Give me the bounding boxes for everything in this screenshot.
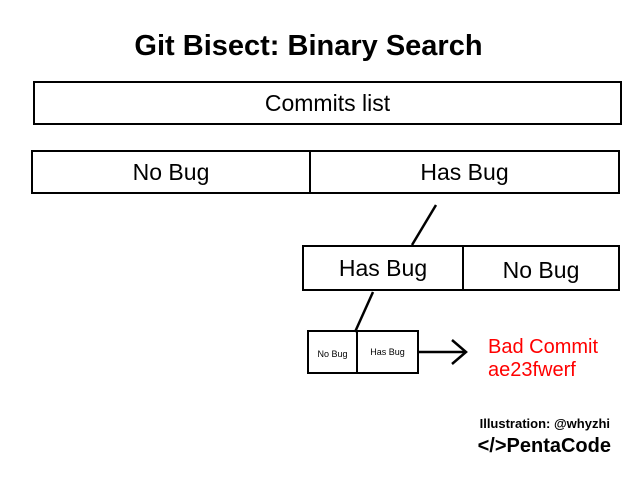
bad-commit-label: Bad Commit [488,336,599,358]
level-1-left-half: No Bug [33,152,309,192]
level-3-left-label: No Bug [317,349,348,359]
diagram-title: Git Bisect: Binary Search [134,30,483,62]
level-2-divider [462,247,464,289]
level-2-right-half: No Bug [464,247,618,289]
level-1-divider [309,152,311,192]
connector-level-2-to-3 [353,291,375,333]
level-3-right-label: Has Bug [370,347,405,357]
illustration-credit: Illustration: @whyzhi [479,416,610,431]
level-3-divider [356,332,358,372]
commits-list-label: Commits list [264,89,391,116]
bisect-level-2: Has Bug No Bug [302,245,620,291]
bad-commit-hash: ae23fwerf [488,359,576,381]
brand-logo: </>PentaCode [477,435,611,457]
level-1-left-label: No Bug [132,158,210,185]
connector-level-1-to-2 [410,204,438,246]
commits-list-box: Commits list [33,81,622,125]
level-3-left-half: No Bug [309,332,356,372]
level-3-right-half: Has Bug [358,332,417,372]
bisect-level-3: No Bug Has Bug [307,330,419,374]
level-2-left-label: Has Bug [338,254,428,281]
level-1-right-label: Has Bug [420,158,509,185]
result-arrow-head-icon [451,339,468,365]
level-1-right-half: Has Bug [311,152,618,192]
bisect-level-1: No Bug Has Bug [31,150,620,194]
level-2-right-label: No Bug [502,256,580,283]
level-2-left-half: Has Bug [304,247,462,289]
bad-commit-result: Bad Commit ae23fwerf [488,336,598,382]
